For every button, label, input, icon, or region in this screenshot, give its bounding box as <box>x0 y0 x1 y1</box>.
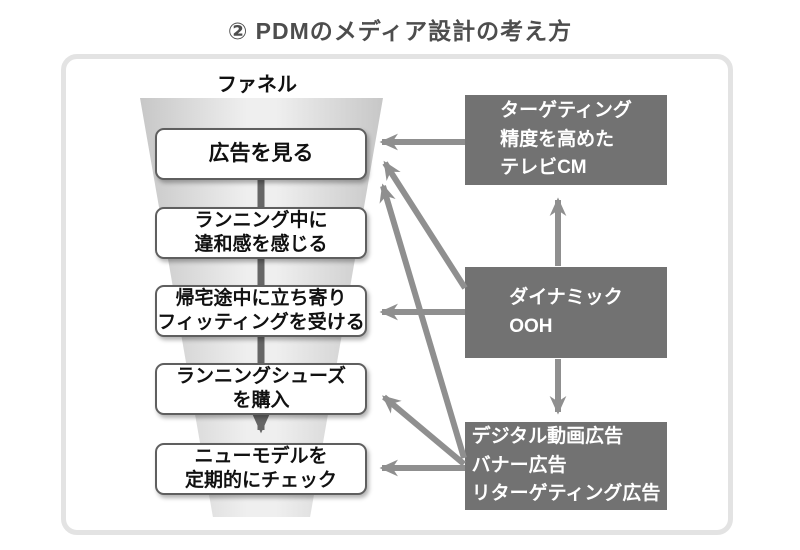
stage-box-feel-discomfort: ランニング中に 違和感を感じる <box>155 207 367 259</box>
arrow-digital-to-stage4 <box>382 394 466 467</box>
media-box-digital-ads-label: デジタル動画広告 バナー広告 リターゲティング広告 <box>471 426 661 505</box>
media-box-tv-cm-label: ターゲティング 精度を高めた テレビCM <box>500 100 632 179</box>
media-box-digital-ads: デジタル動画広告 バナー広告 リターゲティング広告 <box>465 422 667 510</box>
stage-box-fitting: 帰宅途中に立ち寄り フィッティングを受ける <box>155 285 367 337</box>
arrow-digital-to-stage1 <box>379 183 467 459</box>
stage-box-check-new-models: ニューモデルを 定期的にチェック <box>155 443 367 495</box>
media-box-tv-cm: ターゲティング 精度を高めた テレビCM <box>465 95 667 185</box>
stage-box-purchase: ランニングシューズ を購入 <box>155 363 367 415</box>
page-title: ② PDMのメディア設計の考え方 <box>227 18 573 44</box>
stage-box-see-ads: 広告を見る <box>155 128 367 180</box>
funnel-label: ファネル <box>217 74 297 96</box>
media-box-dynamic-ooh-label: ダイナミック OOH <box>509 287 623 337</box>
arrow-ooh-to-stage1 <box>382 160 468 290</box>
media-box-dynamic-ooh: ダイナミック OOH <box>465 267 667 358</box>
